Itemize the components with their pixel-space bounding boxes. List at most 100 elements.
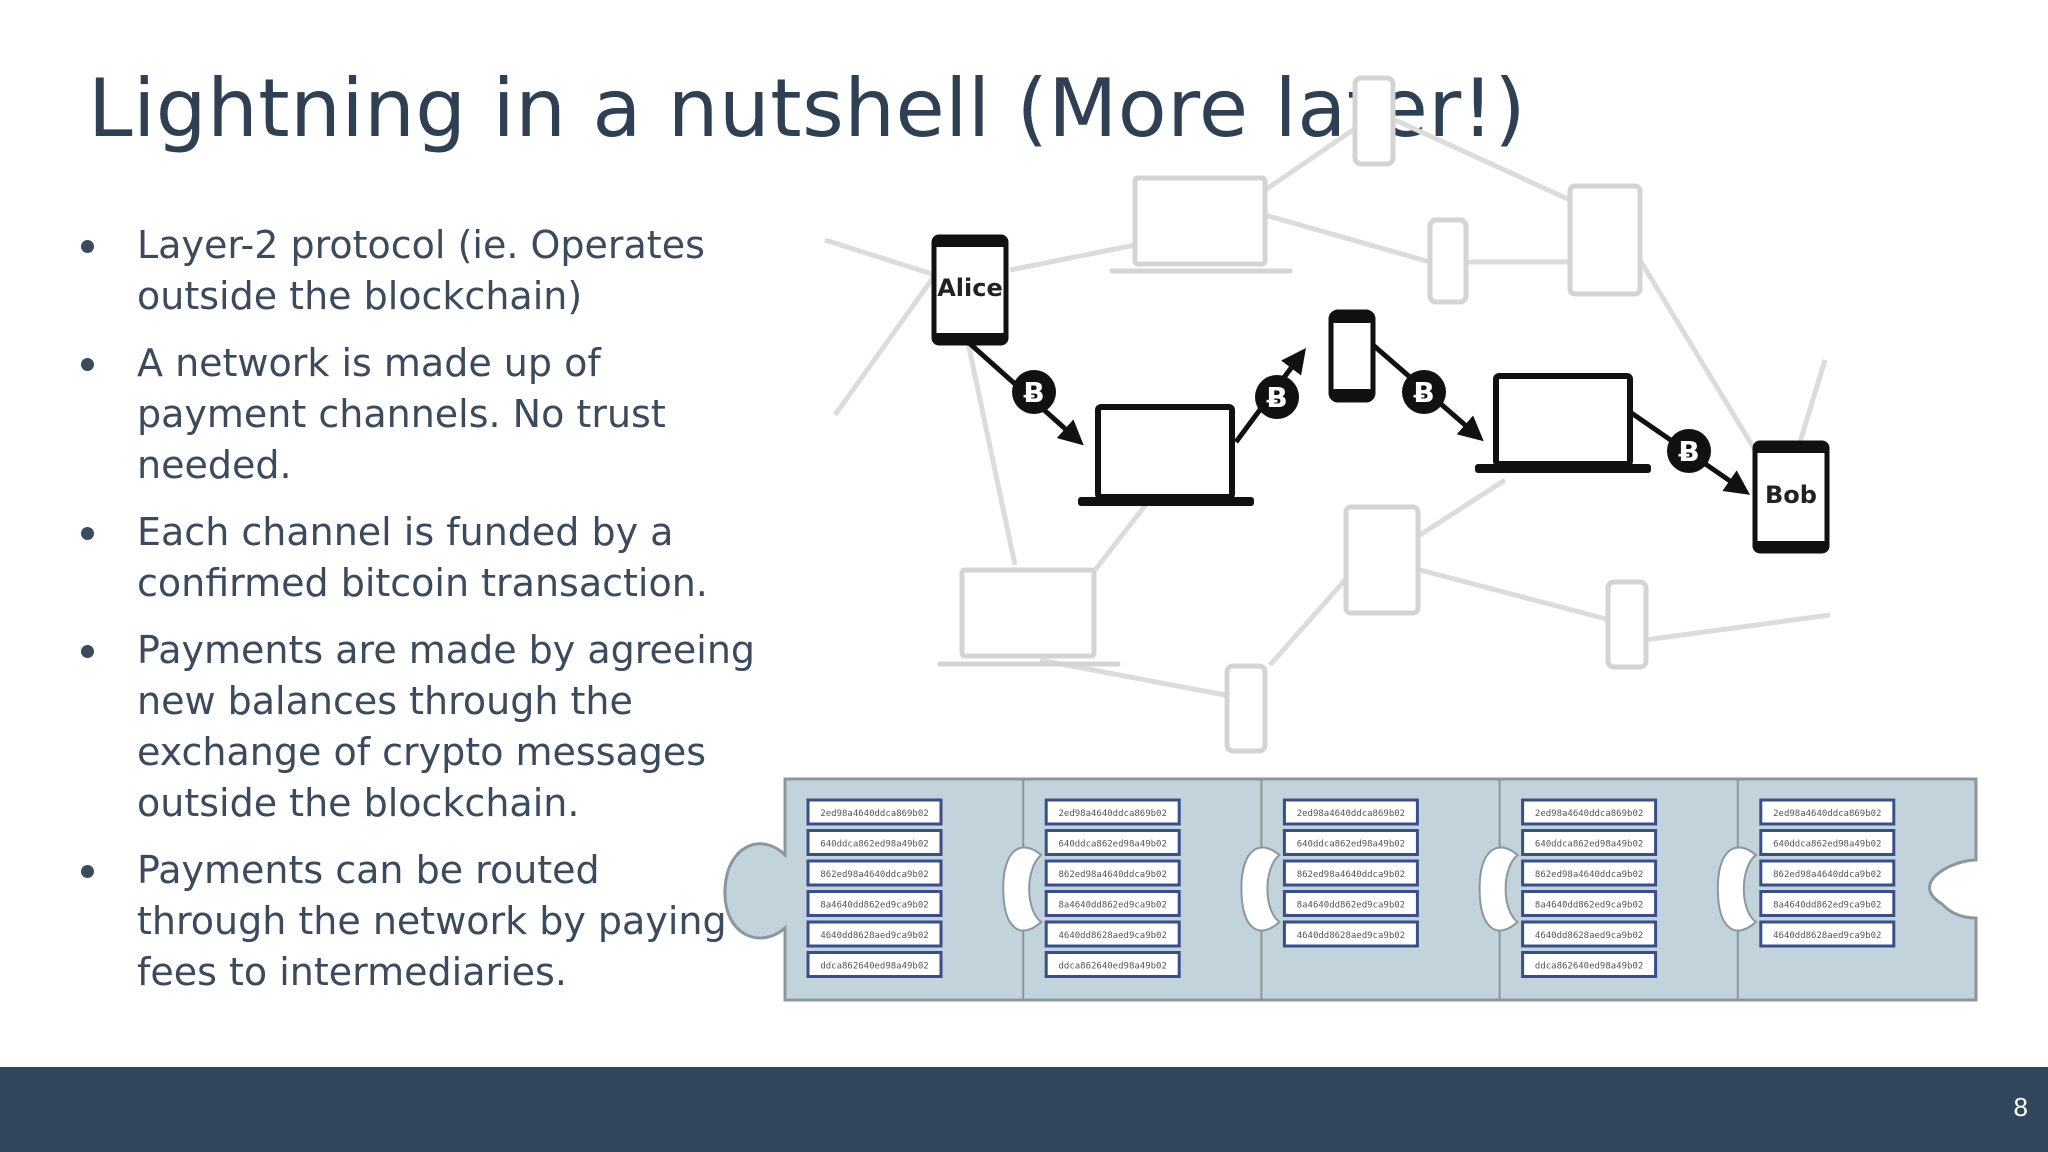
block: 2ed98a4640ddca869b02 640ddca862ed98a49b02… bbox=[1044, 798, 1181, 978]
transaction-hash: 862ed98a4640ddca9b02 bbox=[820, 870, 928, 880]
block: 2ed98a4640ddca869b02 640ddca862ed98a49b02… bbox=[1282, 798, 1419, 948]
bitcoin-coin-icon: Ƀ bbox=[1667, 429, 1711, 473]
transaction-hash: 4640dd8628aed9ca9b02 bbox=[1535, 931, 1643, 941]
transaction-hash: 4640dd8628aed9ca9b02 bbox=[820, 931, 928, 941]
transaction-box bbox=[1044, 920, 1181, 948]
transaction-box bbox=[1044, 951, 1181, 978]
transaction-hash: 640ddca862ed98a49b02 bbox=[1297, 840, 1405, 850]
faded-phone-icon bbox=[1427, 217, 1469, 305]
bullet-dot-icon bbox=[81, 645, 94, 658]
lightning-network-diagram: Ƀ Ƀ Ƀ Ƀ Alice B bbox=[723, 75, 1978, 1002]
active-laptop-icon bbox=[1475, 373, 1651, 473]
footer-bar: 8 bbox=[0, 1067, 2048, 1152]
transaction-box bbox=[1521, 798, 1658, 826]
transaction-hash: 2ed98a4640ddca869b02 bbox=[1773, 809, 1881, 819]
transaction-hash: 640ddca862ed98a49b02 bbox=[820, 840, 928, 850]
transaction-hash: 862ed98a4640ddca9b02 bbox=[1773, 870, 1881, 880]
blockchain-puzzle: 2ed98a4640ddca869b02 640ddca862ed98a49b02… bbox=[723, 777, 1978, 1002]
transaction-hash: ddca862640ed98a49b02 bbox=[1059, 962, 1167, 972]
transaction-box bbox=[1759, 920, 1896, 948]
background-network-links bbox=[824, 112, 1831, 698]
transaction-box bbox=[1521, 859, 1658, 887]
page-number: 8 bbox=[2013, 1092, 2028, 1122]
svg-text:Ƀ: Ƀ bbox=[1678, 435, 1699, 468]
active-phone-icon bbox=[1328, 309, 1376, 403]
svg-text:Ƀ: Ƀ bbox=[1413, 376, 1434, 409]
transaction-box bbox=[1282, 890, 1419, 917]
faded-laptop-icon bbox=[1109, 175, 1293, 274]
bullet-dot-icon bbox=[81, 358, 94, 371]
transaction-box bbox=[1282, 859, 1419, 887]
bob-device: Bob bbox=[1752, 440, 1830, 554]
transaction-box bbox=[806, 859, 943, 887]
transaction-hash: 2ed98a4640ddca869b02 bbox=[1059, 809, 1167, 819]
alice-device: Alice bbox=[931, 234, 1009, 346]
bullet-dot-icon bbox=[81, 865, 94, 878]
transaction-box bbox=[1759, 859, 1896, 887]
transaction-box bbox=[1282, 829, 1419, 856]
transaction-hash: 2ed98a4640ddca869b02 bbox=[820, 809, 928, 819]
transaction-box bbox=[1759, 890, 1896, 917]
transaction-box bbox=[1521, 829, 1658, 856]
alice-label: Alice bbox=[937, 274, 1003, 302]
transaction-hash: 862ed98a4640ddca9b02 bbox=[1535, 870, 1643, 880]
bullet-dot-icon bbox=[81, 240, 94, 253]
bitcoin-coins: Ƀ Ƀ Ƀ Ƀ bbox=[1012, 370, 1711, 473]
bob-label: Bob bbox=[1765, 481, 1817, 509]
transaction-box bbox=[806, 829, 943, 856]
transaction-hash: 8a4640dd862ed9ca9b02 bbox=[820, 901, 928, 911]
slide-title: Lightning in a nutshell (More later!) bbox=[88, 62, 1527, 155]
block: 2ed98a4640ddca869b02 640ddca862ed98a49b02… bbox=[1759, 798, 1896, 948]
bitcoin-coin-icon: Ƀ bbox=[1255, 375, 1299, 419]
transaction-hash: 862ed98a4640ddca9b02 bbox=[1297, 870, 1405, 880]
transaction-hash: 4640dd8628aed9ca9b02 bbox=[1297, 931, 1405, 941]
puzzle-notch bbox=[1716, 846, 1758, 932]
faded-phone-icon bbox=[1605, 579, 1649, 670]
puzzle-body bbox=[723, 777, 1978, 1002]
bullet-item: A network is made up of payment channels… bbox=[80, 338, 760, 491]
puzzle-notch bbox=[1478, 846, 1520, 932]
faded-tablet-icon bbox=[1567, 183, 1643, 297]
faded-laptop-icon bbox=[937, 567, 1121, 667]
bullet-text: A network is made up of payment channels… bbox=[137, 341, 666, 487]
faded-tablet-icon bbox=[1343, 504, 1421, 616]
bullet-item: Each channel is funded by a confirmed bi… bbox=[80, 507, 760, 609]
puzzle-notch bbox=[1240, 846, 1281, 932]
bullet-text: Layer-2 protocol (ie. Operates outside t… bbox=[137, 223, 705, 318]
bullet-item: Payments can be routed through the netwo… bbox=[80, 845, 760, 998]
transaction-box bbox=[1282, 920, 1419, 948]
background-devices bbox=[937, 75, 1649, 754]
transaction-hash: 4640dd8628aed9ca9b02 bbox=[1059, 931, 1167, 941]
transaction-box bbox=[1759, 829, 1896, 856]
transaction-hash: 640ddca862ed98a49b02 bbox=[1059, 840, 1167, 850]
transaction-hash: 2ed98a4640ddca869b02 bbox=[1297, 809, 1405, 819]
transaction-box bbox=[1759, 798, 1896, 826]
transaction-box bbox=[1044, 829, 1181, 856]
transaction-hash: ddca862640ed98a49b02 bbox=[820, 962, 928, 972]
transaction-box bbox=[806, 798, 943, 826]
transaction-hash: ddca862640ed98a49b02 bbox=[1535, 962, 1643, 972]
transaction-box bbox=[1044, 859, 1181, 887]
transaction-box bbox=[806, 890, 943, 917]
bitcoin-coin-icon: Ƀ bbox=[1012, 370, 1056, 414]
active-laptop-icon bbox=[1078, 404, 1254, 506]
transaction-box bbox=[806, 920, 943, 948]
bullet-text: Payments are made by agreeing new balanc… bbox=[137, 628, 756, 825]
transaction-box bbox=[1282, 798, 1419, 826]
bullet-item: Payments are made by agreeing new balanc… bbox=[80, 625, 760, 829]
bitcoin-coin-icon: Ƀ bbox=[1402, 370, 1446, 414]
bullet-text: Each channel is funded by a confirmed bi… bbox=[137, 510, 708, 605]
bullet-dot-icon bbox=[81, 527, 94, 540]
transaction-hash: 862ed98a4640ddca9b02 bbox=[1059, 870, 1167, 880]
svg-text:Ƀ: Ƀ bbox=[1266, 381, 1287, 414]
faded-phone-icon bbox=[1352, 75, 1396, 167]
svg-text:Ƀ: Ƀ bbox=[1023, 376, 1044, 409]
transaction-hash: 640ddca862ed98a49b02 bbox=[1773, 840, 1881, 850]
transaction-hash: 8a4640dd862ed9ca9b02 bbox=[1059, 901, 1167, 911]
transaction-hash: 8a4640dd862ed9ca9b02 bbox=[1297, 901, 1405, 911]
bullet-list: Layer-2 protocol (ie. Operates outside t… bbox=[80, 220, 760, 1014]
puzzle-notch bbox=[1002, 846, 1043, 932]
bullet-item: Layer-2 protocol (ie. Operates outside t… bbox=[80, 220, 760, 322]
bullet-text: Payments can be routed through the netwo… bbox=[137, 848, 727, 994]
transaction-box bbox=[1521, 890, 1658, 917]
